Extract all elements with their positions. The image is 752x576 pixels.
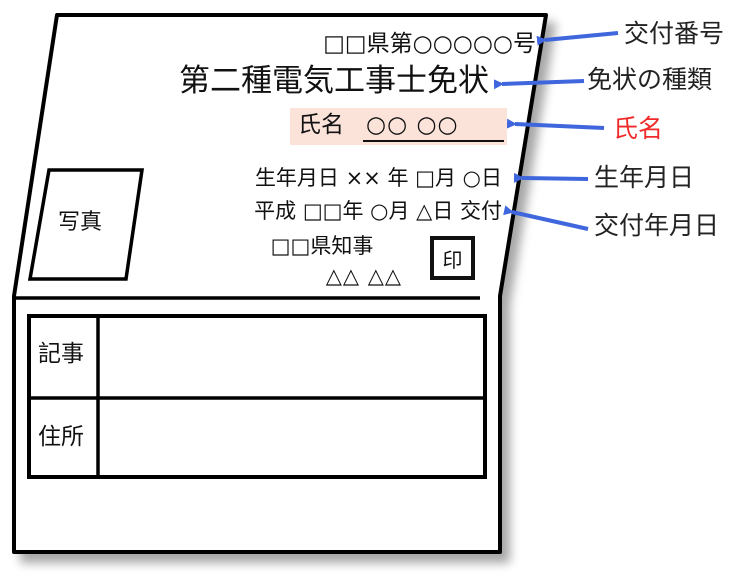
license-title: 第二種電気工事士免状 [179,63,489,99]
name-label: 氏名 [298,112,344,138]
photo-placeholder: 写真 [58,210,103,235]
license-number: □□県第○○○○○号 [323,31,536,57]
birth-date: 生年月日 ×× 年 □月 ○日 [254,166,502,190]
governor-title: □□県知事 [270,234,374,258]
governor-name: △△ △△ [325,264,402,288]
seal-label: 印 [442,247,463,272]
callout-issue-date: 交付年月日 [594,211,720,240]
name-highlight [290,108,507,145]
table-row-label-memo: 記事 [38,341,84,367]
callout-name: 氏名 [613,114,664,143]
table-row-label-address: 住所 [38,424,84,450]
seal-stamp: 印 [430,236,475,280]
callout-license-type: 免状の種類 [587,65,713,94]
name-value: ○○ ○○ [366,112,459,138]
callout-issue-number: 交付番号 [624,19,725,48]
callout-birth-date: 生年月日 [594,163,695,192]
name-underline [363,140,504,142]
issue-date: 平成 □□年 ○月 △日 交付 [254,199,502,223]
